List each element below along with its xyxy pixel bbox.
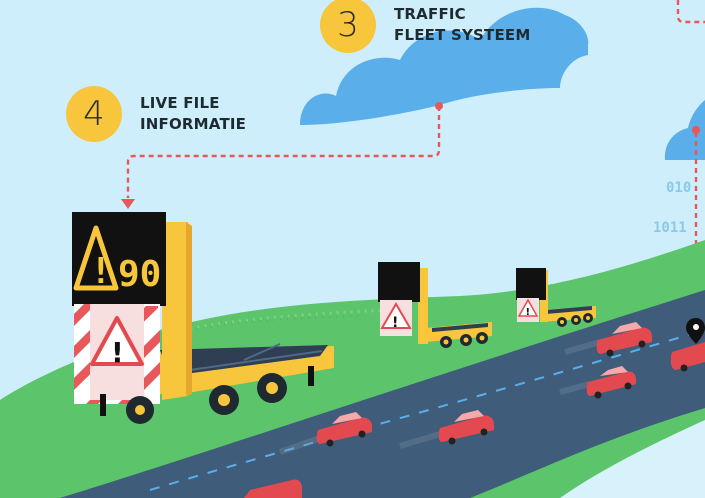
step-4-number: 4 <box>66 86 122 142</box>
car <box>564 322 652 357</box>
step-4-label: LIVE FILE INFORMATIE <box>140 94 247 133</box>
trailer-small-far: ! <box>516 268 596 327</box>
car <box>399 410 494 449</box>
warning-triangle-icon <box>90 316 144 366</box>
svg-text:!: ! <box>526 307 531 318</box>
step-3: 3 TRAFFIC FLEET SYSTEEM <box>320 0 530 53</box>
svg-text:!: ! <box>111 336 124 369</box>
location-pin-icon <box>686 318 705 344</box>
step-3-number: 3 <box>320 0 376 53</box>
svg-text:!: ! <box>392 315 398 331</box>
svg-text:!: ! <box>90 251 112 292</box>
step-3-label: TRAFFIC FLEET SYSTEEM <box>394 5 531 44</box>
trailer-small-middle: ! <box>378 262 492 348</box>
trailer-large: ! 90 ! <box>72 212 334 424</box>
cloud-step-3 <box>300 7 589 125</box>
road <box>60 290 705 498</box>
road-lane-marking <box>149 329 705 491</box>
binary-line-1: 010 <box>666 180 691 196</box>
speed-limit-text: 90 <box>118 254 161 295</box>
car <box>244 479 302 498</box>
warning-icon <box>73 225 119 291</box>
binary-line-2: 1011 <box>653 220 687 236</box>
step-4: 4 LIVE FILE INFORMATIE <box>66 86 246 142</box>
car <box>559 366 636 399</box>
car <box>279 412 372 455</box>
connector-top-right <box>676 0 705 24</box>
car <box>670 342 705 372</box>
grass-texture <box>169 308 401 335</box>
connector-step3-step4 <box>126 106 441 198</box>
